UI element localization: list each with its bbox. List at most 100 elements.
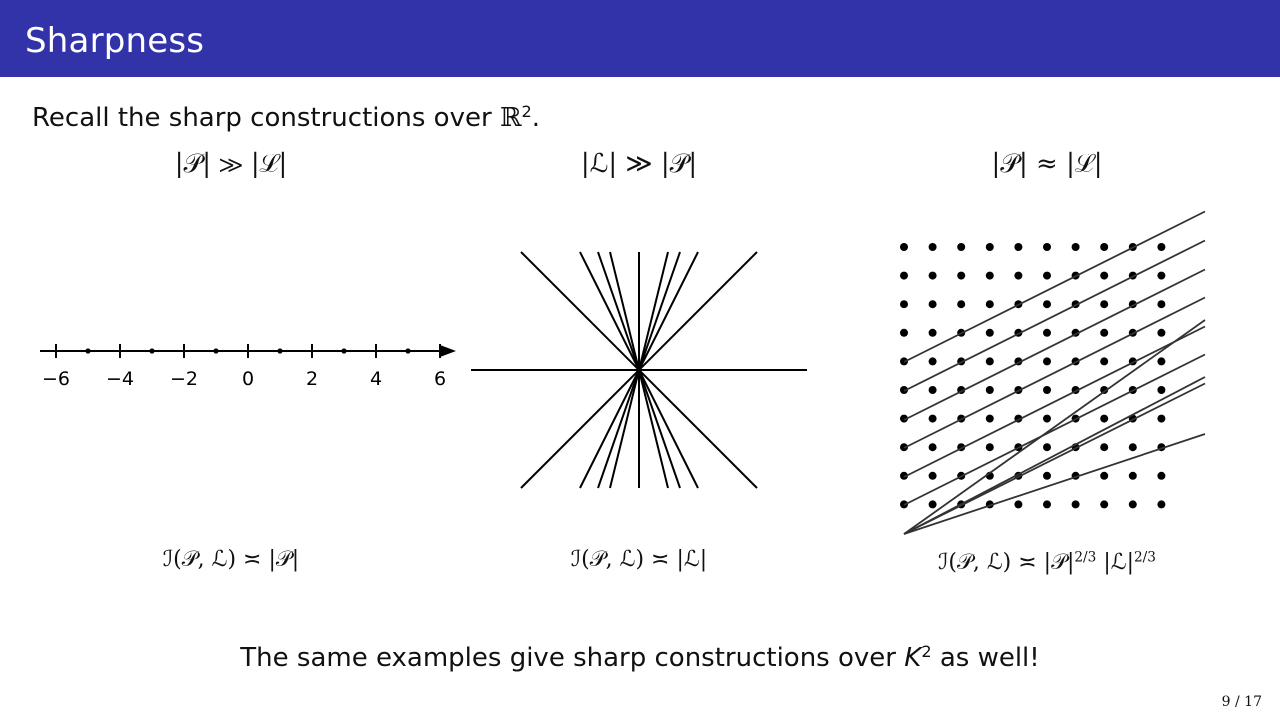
number-line-point [277, 348, 283, 354]
grid-point [900, 414, 908, 423]
intro-exponent: 2 [521, 102, 532, 122]
conclusion-suffix: as well! [931, 643, 1040, 673]
grid-line [903, 325, 1206, 478]
grid-point [900, 300, 908, 309]
grid-point [985, 271, 994, 280]
grid-point [1043, 243, 1051, 251]
number-line-tick-label: 2 [306, 368, 318, 390]
grid-point [1100, 328, 1109, 337]
grid-point [1157, 414, 1166, 423]
panel-3-formula: ℐ(𝒫, ℒ) ≍ |𝒫|2/3 |ℒ|2/3 [938, 550, 1156, 575]
number-line-point [149, 348, 155, 354]
panel-3-formula-mid: |ℒ| [1096, 550, 1134, 575]
line-pencil-figure [471, 251, 807, 489]
grid-point [985, 328, 994, 337]
grid-line [903, 319, 1206, 535]
grid-point [1157, 471, 1166, 480]
grid-point [957, 300, 966, 309]
panel-3-formula-exp2: 2/3 [1133, 549, 1156, 566]
grid-point [1157, 271, 1166, 280]
slide-title: Sharpness [25, 21, 205, 61]
grid-point [1157, 243, 1166, 251]
grid-point [1128, 500, 1137, 509]
grid-point [900, 471, 908, 480]
grid-point [1100, 300, 1109, 309]
number-line-point [213, 348, 219, 354]
grid-point [1043, 471, 1051, 480]
number-line-tick-label: 0 [242, 368, 254, 390]
grid-point [900, 328, 908, 337]
grid-point [985, 300, 994, 309]
grid-point [1157, 386, 1166, 394]
grid-point [1128, 471, 1137, 480]
grid-point [1043, 443, 1051, 452]
pencil-center-point [636, 367, 642, 373]
grid-point [1043, 271, 1051, 280]
grid-point [985, 357, 994, 366]
conclusion-exp: 2 [921, 642, 932, 662]
conclusion-var: K [904, 643, 922, 673]
grid-point [1043, 328, 1051, 337]
conclusion-prefix: The same examples give sharp constructio… [240, 643, 905, 673]
point-grid-figure [900, 210, 1206, 535]
grid-point [1043, 357, 1051, 366]
grid-point [928, 386, 937, 394]
grid-point [985, 243, 994, 251]
panel-1-heading: |𝒫| ≫ |ℒ| [174, 149, 288, 179]
grid-line [903, 376, 1206, 535]
intro-text: Recall the sharp constructions over ℝ2. [32, 103, 540, 133]
grid-line [903, 353, 1206, 506]
grid-point [928, 271, 937, 280]
panel-1-formula: ℐ(𝒫, ℒ) ≍ |𝒫| [162, 547, 300, 572]
grid-point [1100, 414, 1109, 423]
grid-point [985, 414, 994, 423]
number-line-point [85, 348, 91, 354]
grid-point [928, 300, 937, 309]
number-line-point [405, 348, 411, 354]
grid-point [1071, 500, 1080, 509]
grid-point [1100, 443, 1109, 452]
number-line-tick-label: 4 [370, 368, 382, 390]
grid-point [985, 443, 994, 452]
panel-2-heading: |ℒ| ≫ |𝒫| [580, 149, 698, 179]
grid-point [1128, 443, 1137, 452]
grid-point [900, 271, 908, 280]
grid-point [928, 357, 937, 366]
grid-point [1071, 243, 1080, 251]
grid-point [1014, 500, 1023, 509]
grid-point [928, 500, 937, 509]
number-line-arrow [440, 345, 456, 357]
conclusion-text: The same examples give sharp constructio… [0, 643, 1280, 673]
panel-3-formula-prefix: ℐ(𝒫, ℒ) ≍ |𝒫| [938, 550, 1075, 575]
grid-point [928, 328, 937, 337]
grid-line [903, 239, 1206, 392]
grid-point [928, 243, 937, 251]
grid-point [957, 271, 966, 280]
panel-2-formula: ℐ(𝒫, ℒ) ≍ |ℒ| [570, 547, 708, 572]
grid-point [900, 243, 908, 251]
slide-header: Sharpness [0, 0, 1280, 77]
grid-point [985, 386, 994, 394]
grid-point [1100, 500, 1109, 509]
grid-point [1157, 328, 1166, 337]
page-number: 9 / 17 [1221, 694, 1262, 710]
grid-point [957, 243, 966, 251]
intro-text-body: Recall the sharp constructions over [32, 103, 500, 133]
number-line-tick-label: −2 [170, 368, 198, 390]
grid-line [903, 433, 1206, 535]
grid-point [1043, 386, 1051, 394]
panel-3-formula-exp1: 2/3 [1074, 549, 1097, 566]
grid-point [1157, 300, 1166, 309]
grid-line [903, 268, 1206, 421]
panel-3-heading: |𝒫| ≈ |ℒ| [991, 149, 1103, 179]
grid-point [1157, 500, 1166, 509]
intro-end: . [531, 103, 541, 133]
intro-field: ℝ [499, 103, 522, 133]
grid-point [1157, 357, 1166, 366]
grid-point [1014, 243, 1023, 251]
grid-point [1043, 500, 1051, 509]
grid-point [928, 414, 937, 423]
grid-line [903, 210, 1206, 363]
